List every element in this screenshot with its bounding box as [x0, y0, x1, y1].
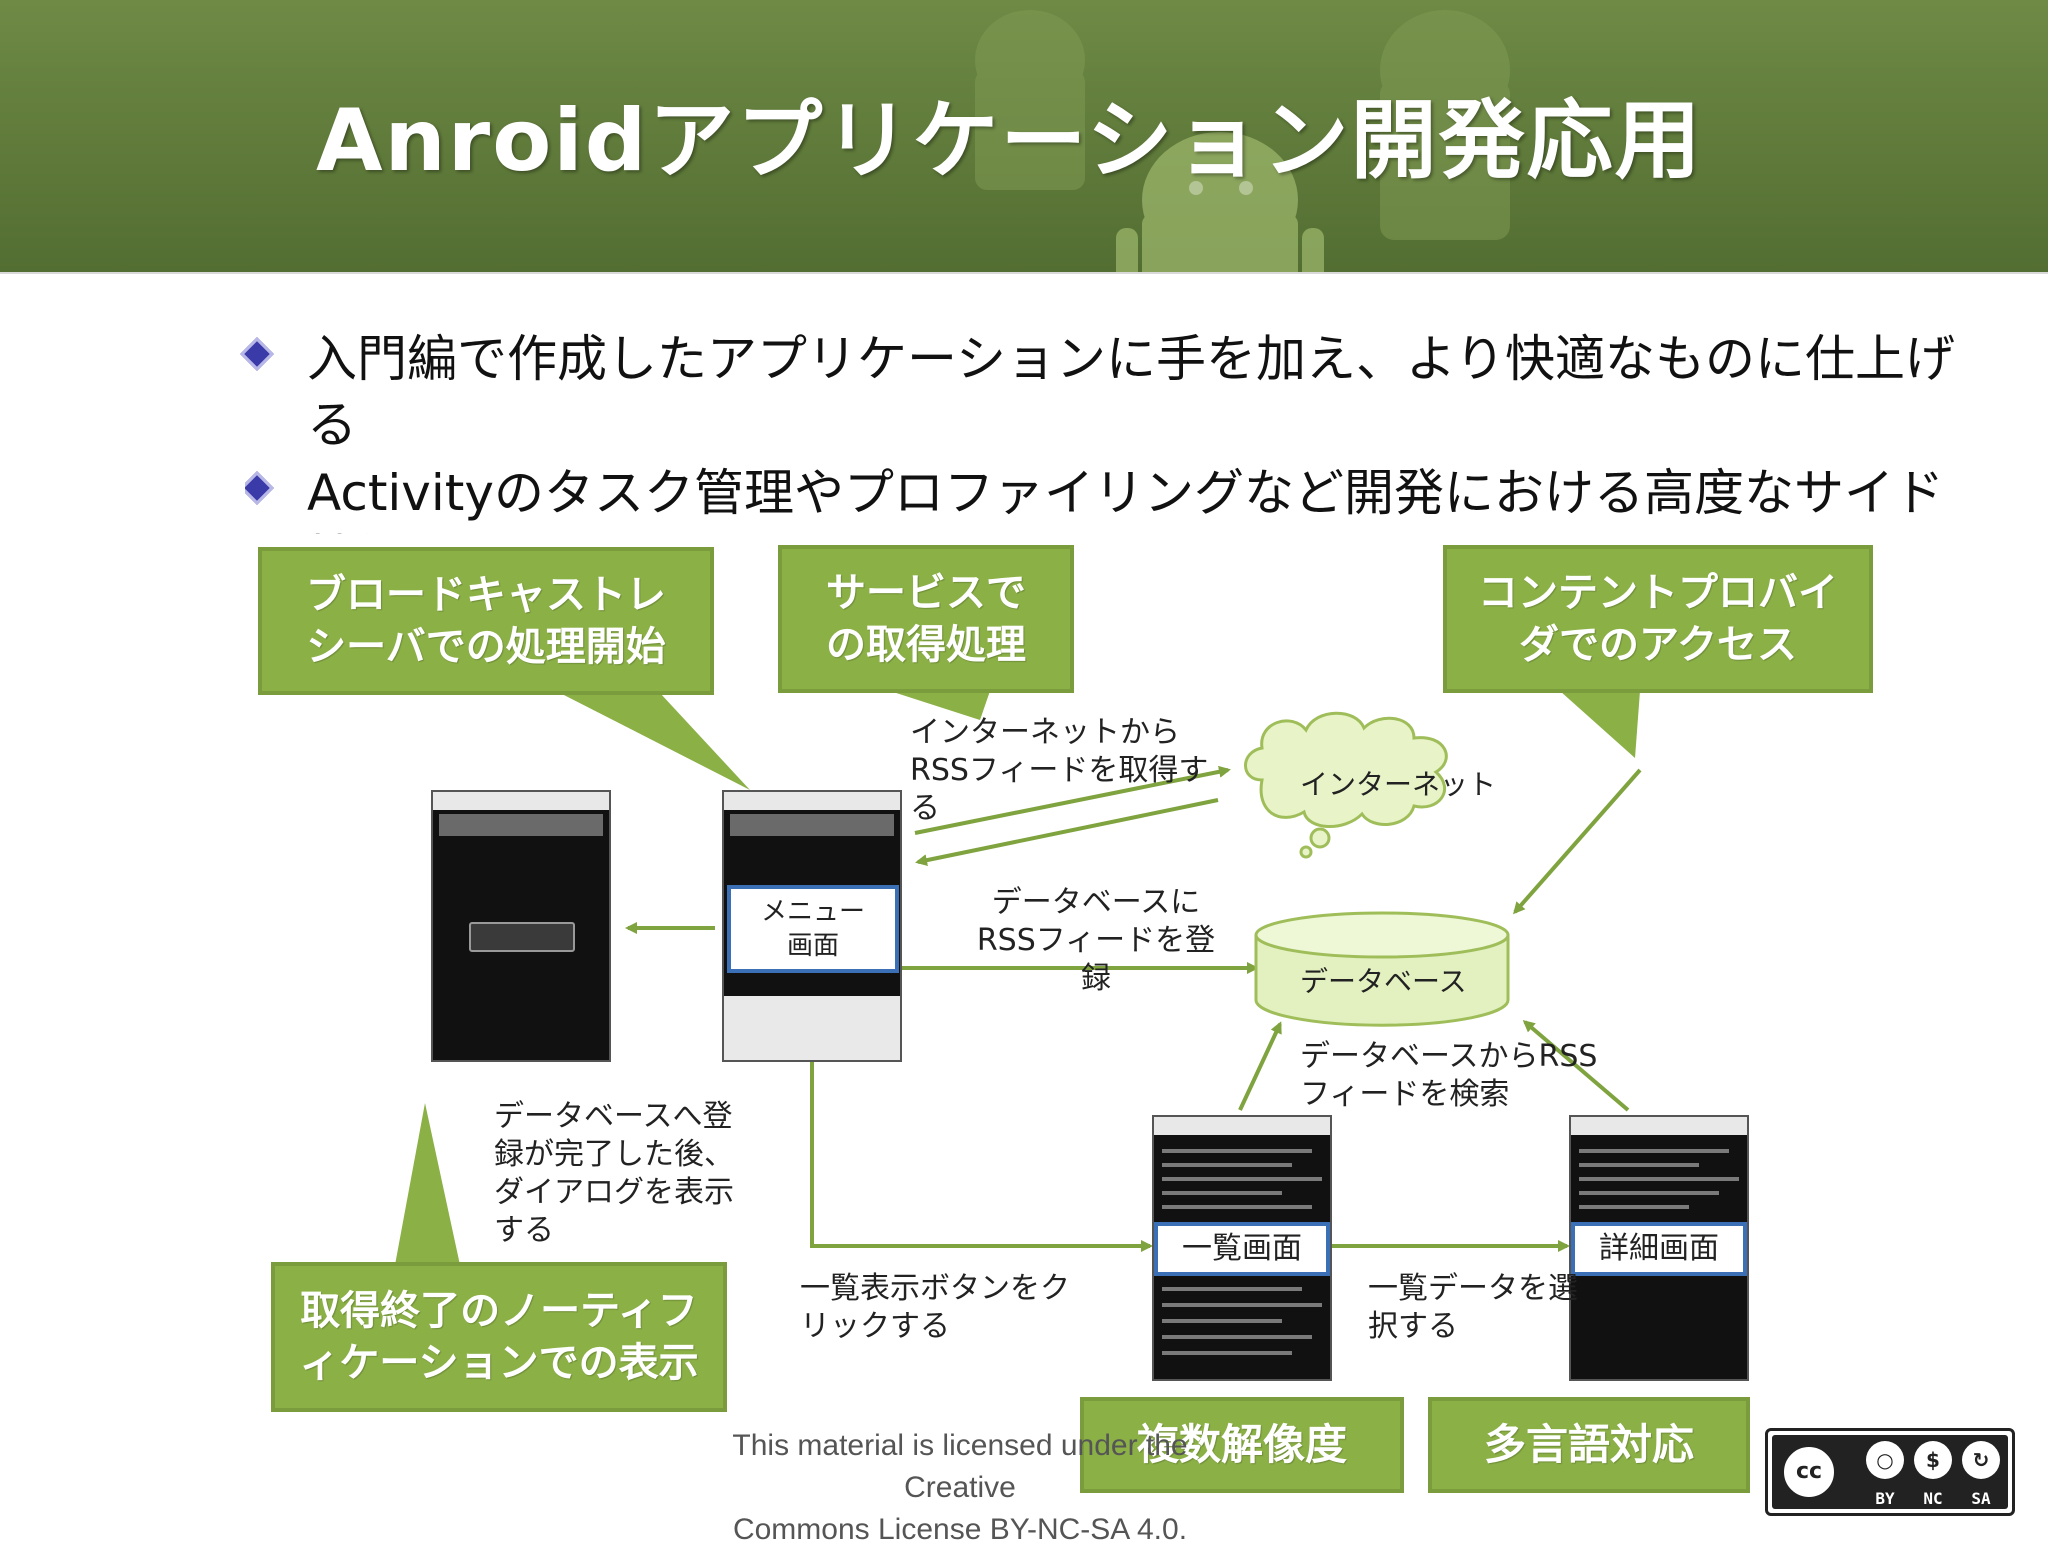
- screen-name: メニュー画面: [760, 897, 865, 961]
- callout-tail-notification: [395, 1103, 460, 1265]
- database-label: データベース: [1300, 965, 1467, 998]
- callout-multi-resolution: 複数解像度: [1080, 1397, 1404, 1493]
- cc-license-badge: cc ○ $ ↻ BY NC SA: [1765, 1428, 2015, 1516]
- status-bar: [724, 792, 900, 810]
- database-cylinder-icon: [1254, 911, 1510, 1027]
- callout-label: 複数解像度: [1136, 1419, 1347, 1469]
- title-bar: [439, 814, 603, 836]
- detail-screen-label: 詳細画面: [1571, 1222, 1747, 1276]
- bullet-item-1: 入門編で作成したアプリケーションに手を加え、より快適なものに仕上げる: [240, 326, 1965, 458]
- sa-label: SA: [1971, 1489, 1991, 1508]
- cc-logo-icon: cc: [1780, 1443, 1838, 1501]
- callout-multi-language: 多言語対応: [1428, 1397, 1750, 1493]
- status-bar: [433, 792, 609, 810]
- label-click-list-button: 一覧表示ボタンをクリックする: [800, 1271, 1070, 1344]
- callout-content-provider: コンテントプロバイダでのアクセス: [1443, 545, 1873, 693]
- nc-label: NC: [1923, 1489, 1943, 1508]
- callout-tail-broadcast: [560, 693, 750, 790]
- completion-dialog: [469, 922, 575, 952]
- arrow-to-list-screen: [810, 1062, 1153, 1252]
- label-search-db: データベースからRSSフィードを検索: [1300, 1039, 1598, 1112]
- label-dialog-after-register: データベースへ登録が完了した後、ダイアログを表示する: [494, 1099, 734, 1248]
- by-person-icon: ○: [1866, 1441, 1904, 1479]
- slide-title: Anroidアプリケーション開発応用: [316, 91, 1703, 191]
- license-line-1: This material is licensed under the Crea…: [732, 1429, 1188, 1504]
- callout-notification: 取得終了のノーティフィケーションでの表示: [271, 1262, 727, 1412]
- list-screen-label: 一覧画面: [1154, 1222, 1330, 1276]
- arrow-detail-to-database: [1522, 1020, 1630, 1112]
- header-divider: [0, 272, 2048, 274]
- callout-service: サービスでの取得処理: [778, 545, 1074, 693]
- arrow-from-internet: [915, 798, 1219, 867]
- label-register-db: データベースにRSSフィードを登録: [976, 885, 1216, 996]
- internet-cloud-icon: [1244, 711, 1448, 859]
- bullet-text: 入門編で作成したアプリケーションに手を加え、より快適なものに仕上げる: [307, 330, 1955, 454]
- label-fetch-rss: インターネットからRSSフィードを取得する: [910, 715, 1209, 826]
- callout-tail-provider: [1560, 691, 1640, 758]
- bullet-text: Activityのタスク管理やプロファイリングなど開発における高度なサイド技術の…: [307, 464, 1944, 534]
- callout-tail-service: [890, 691, 990, 720]
- arrow-list-to-database: [1238, 1021, 1282, 1111]
- title-bar: [730, 814, 894, 836]
- sa-share-alike-icon: ↻: [1962, 1441, 2000, 1479]
- license-line-2: Commons License BY-NC-SA 4.0.: [732, 1513, 1188, 1546]
- android-robots-decoration: [975, 10, 1510, 272]
- callout-label: サービスでの取得処理: [826, 570, 1026, 668]
- list-button-area: [724, 996, 900, 1060]
- status-bar: [1154, 1117, 1330, 1135]
- callout-label: 多言語対応: [1483, 1419, 1694, 1469]
- label-select-list-data: 一覧データを選択する: [1368, 1271, 1578, 1344]
- arrow-provider-to-database: [1513, 768, 1642, 915]
- callout-broadcast-receiver: ブロードキャストレシーバでの処理開始: [258, 547, 714, 695]
- status-bar: [1571, 1117, 1747, 1135]
- slide-header: Anroidアプリケーション開発応用: [0, 0, 2048, 272]
- internet-label: インターネット: [1300, 768, 1497, 801]
- callout-label: コンテントプロバイダでのアクセス: [1478, 570, 1838, 668]
- phone-screen-dialog: [431, 790, 611, 1062]
- callout-label: 取得終了のノーティフィケーションでの表示: [299, 1288, 699, 1386]
- license-notice: This material is licensed under the Crea…: [700, 1425, 1220, 1551]
- arrow-to-internet: [914, 765, 1231, 835]
- bullet-item-2: Activityのタスク管理やプロファイリングなど開発における高度なサイド技術の…: [245, 460, 1965, 534]
- by-label: BY: [1875, 1489, 1895, 1508]
- nc-no-dollar-icon: $: [1914, 1441, 1952, 1479]
- menu-screen-label: メニュー画面: [727, 885, 899, 973]
- callout-label: ブロードキャストレシーバでの処理開始: [306, 572, 666, 670]
